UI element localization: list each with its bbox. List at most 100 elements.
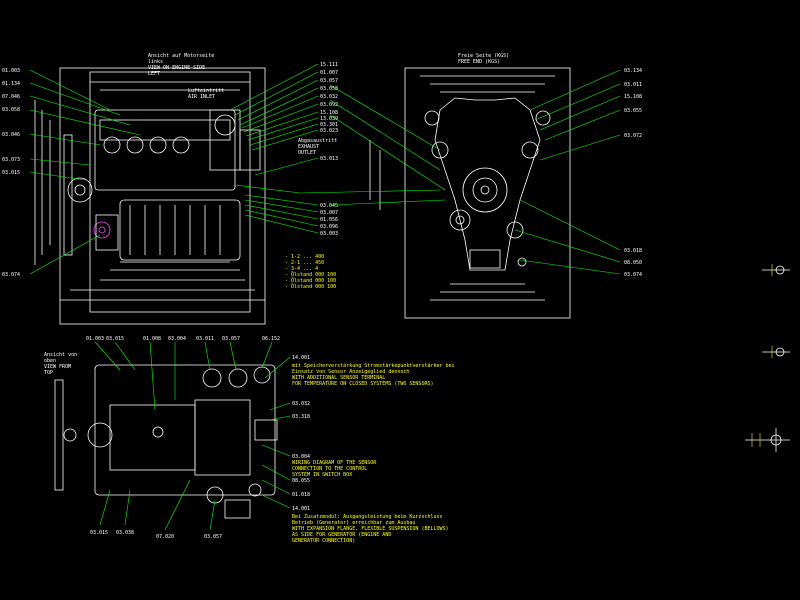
note-line: WITH ADDITIONAL SENSOR TERMINAL (292, 375, 385, 381)
part-label: 15.108 (320, 110, 338, 116)
side-view-leader-lines (29, 63, 319, 275)
part-label: 03.032 (320, 94, 338, 100)
front-view-title-en: FREE END (KGS) (458, 59, 500, 65)
part-label: 03.074 (2, 272, 20, 278)
side-view: Ansicht auf Motorseite links VIEW ON ENG… (2, 53, 338, 325)
side-view-title-de2: links (148, 59, 163, 65)
part-label: 03.045 (320, 203, 338, 209)
part-label: 03.057 (222, 336, 240, 342)
exhaust-label-en: EXHAUST (298, 144, 319, 150)
note-line: WIRING DIAGRAM OF THE SENSOR (292, 460, 377, 466)
part-label: 03.072 (624, 133, 642, 139)
side-view-title-en: VIEW ON ENGINE SIDE (148, 65, 205, 71)
front-view-title-de: Freie Seite (KGS) (458, 53, 509, 59)
legend-line: - Ölstand 000 100 (285, 277, 336, 284)
legend-line: - Ölstand 000 100 (285, 271, 336, 278)
note-line: Betrieb (Generator) erreichbar zum Ausba… (292, 520, 415, 526)
part-label: 15.111 (320, 62, 338, 68)
part-label: 03.018 (624, 248, 642, 254)
side-view-engine-body (63, 109, 261, 261)
detail-symbols (745, 264, 790, 452)
part-label: 03.092 (320, 102, 338, 108)
side-view-title-en2: LEFT (148, 71, 160, 77)
part-label: 03.013 (320, 156, 338, 162)
front-view-engine-body (424, 97, 551, 271)
part-label: 03.015 (106, 336, 124, 342)
part-label: 08.055 (292, 478, 310, 484)
air-inlet-label-en: AIR INLET (188, 94, 215, 100)
exhaust-label-de: Abgasaustritt (298, 138, 337, 144)
top-view-engine-body (54, 364, 278, 519)
front-view: Freie Seite (KGS) FREE END (KGS) 03.134 … (299, 53, 642, 319)
part-label: 14.001 (292, 506, 310, 512)
top-view-title-en2: TOP (44, 370, 53, 376)
note-line: mit Speicherverstärkung Stromstärkepunkt… (292, 363, 455, 369)
part-label: 01.134 (2, 81, 20, 87)
top-view-title-en: VIEW FROM (44, 364, 71, 370)
part-label: 03.003 (320, 231, 338, 237)
part-label: 03.301 (320, 122, 338, 128)
part-label: 03.134 (624, 68, 642, 74)
part-label: 03.015 (90, 530, 108, 536)
part-label: 08.050 (624, 260, 642, 266)
part-label: 07.020 (156, 534, 174, 540)
front-view-titles: Freie Seite (KGS) FREE END (KGS) (458, 53, 509, 65)
air-inlet-label-de: Lufteintritt (188, 88, 224, 94)
part-label: 03.007 (320, 210, 338, 216)
note-line: FOR TEMPERATURE ON CLOSED SYSTEMS (TWO S… (292, 381, 433, 387)
note-line: WITH EXPANSION FLANGE, FLEXIBLE SUSPENSI… (292, 526, 449, 532)
front-view-part-labels: 03.134 03.011 15.108 03.055 03.072 03.01… (624, 68, 642, 278)
part-label: 15.108 (624, 94, 642, 100)
part-label: 03.057 (204, 534, 222, 540)
part-label: 03.023 (320, 128, 338, 134)
note-line: AS SIDE FOR GENERATOR (ENGINE AND (292, 532, 391, 538)
detail-symbol-2 (762, 346, 790, 358)
part-label: 01.056 (320, 217, 338, 223)
part-label: 06.152 (262, 336, 280, 342)
part-label: 03.011 (624, 82, 642, 88)
note-line: CONNECTION TO THE CONTROL (292, 466, 367, 472)
part-label: 03.318 (292, 414, 310, 420)
note-line: SYSTEM IN SWITCH BOX (292, 472, 352, 478)
exhaust-label-en2: OUTLET (298, 150, 316, 156)
top-view-part-labels: 01.003 03.015 01.008 03.004 03.011 03.05… (86, 336, 310, 540)
front-view-leader-lines (299, 69, 621, 275)
part-label: 01.018 (292, 492, 310, 498)
top-view-leader-lines (94, 341, 291, 531)
part-label: 03.096 (320, 224, 338, 230)
top-view: Ansicht von oben VIEW FROM TOP 01.003 03… (44, 336, 455, 544)
note-line: Bei Zusatzmodul: Ausgangsleistung beim K… (292, 514, 443, 520)
note-line: Einsatz von Sensor Anzeigeglied dennoch (292, 369, 409, 375)
detail-symbol-1 (762, 264, 790, 276)
side-view-part-labels: 01.003 01.134 07.046 03.058 03.046 03.07… (2, 62, 338, 278)
legend-line: - 1-2 ... 400 (285, 254, 324, 260)
part-label: 01.003 (86, 336, 104, 342)
note-line: GENERATOR CONNECTION) (292, 538, 355, 544)
part-label: 03.074 (624, 272, 642, 278)
part-label: 01.003 (2, 68, 20, 74)
side-view-title-de: Ansicht auf Motorseite (148, 53, 214, 59)
part-label: 03.004 (292, 454, 310, 460)
top-view-titles: Ansicht von oben VIEW FROM TOP (44, 352, 77, 376)
part-label: 01.008 (143, 336, 161, 342)
part-label: 07.046 (2, 94, 20, 100)
top-view-title-de: Ansicht von (44, 352, 77, 358)
legend-line: - 3-4 ... 4 (285, 266, 318, 272)
side-view-legend: - 1-2 ... 400 - 2-1 ... 450 - 3-4 ... 4 … (285, 254, 336, 290)
part-label: 03.057 (320, 78, 338, 84)
part-label: 03.015 (2, 170, 20, 176)
top-view-title-de2: oben (44, 358, 56, 364)
top-view-notes: mit Speicherverstärkung Stromstärkepunkt… (292, 363, 455, 544)
part-label: 03.038 (116, 530, 134, 536)
front-view-dimension-frame (369, 67, 571, 319)
part-label: 03.046 (2, 132, 20, 138)
detail-symbol-3 (745, 428, 790, 452)
part-label: 03.073 (2, 157, 20, 163)
part-label: 03.011 (196, 336, 214, 342)
side-view-dimension-frame (34, 67, 266, 325)
part-label: 03.004 (168, 336, 186, 342)
side-view-titles: Ansicht auf Motorseite links VIEW ON ENG… (148, 53, 337, 156)
part-label: 03.058 (2, 107, 20, 113)
part-label: 03.055 (624, 108, 642, 114)
